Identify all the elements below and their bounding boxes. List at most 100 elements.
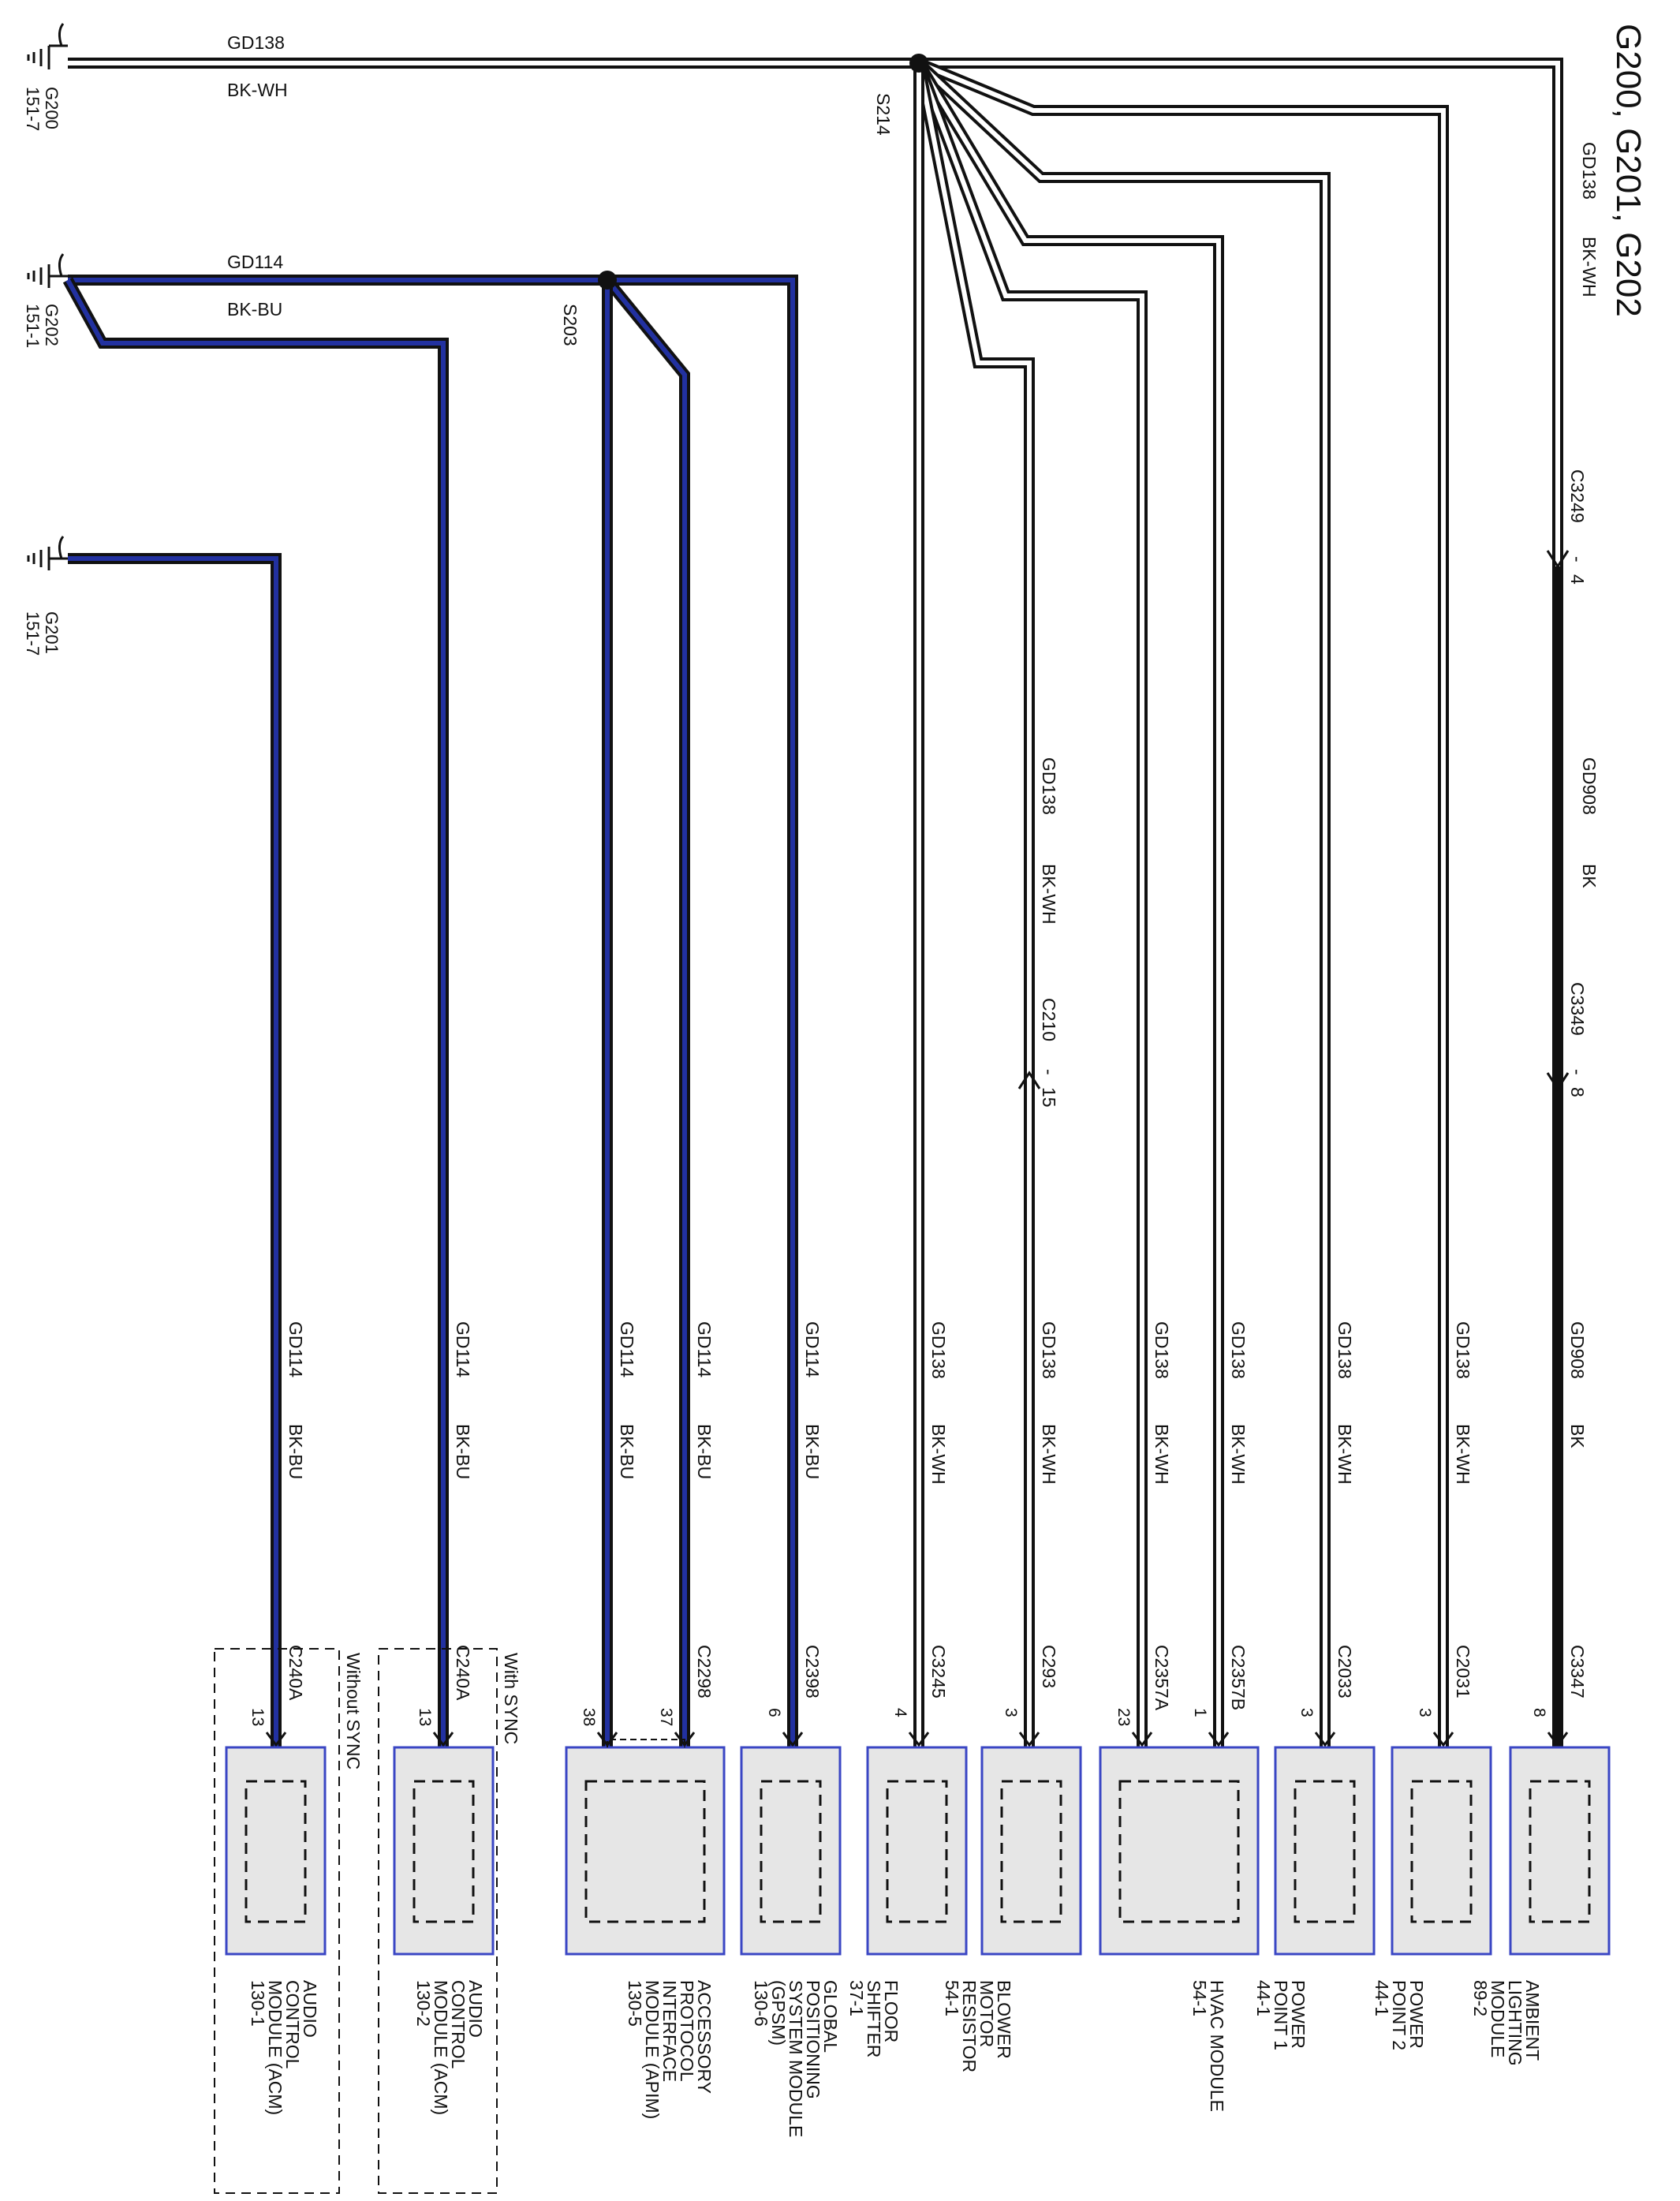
component-label-apim: INTERFACE: [659, 1980, 680, 2082]
connector-name: C3249: [1567, 469, 1588, 523]
terminal-chevron-icon: [1314, 1732, 1336, 1747]
component-label-acm-sync: 130-2: [413, 1980, 434, 2027]
branch-connector-label: C3245: [928, 1645, 949, 1698]
connector-sep: -: [1567, 1069, 1588, 1075]
branch-color-label: BK-BU: [286, 1424, 306, 1479]
wire-color-label: BK-WH: [227, 80, 288, 100]
branch-pin-label: 38: [580, 1708, 598, 1726]
wire-blower-core: [917, 62, 1032, 1747]
branch-circuit-label: GD138: [1039, 1321, 1059, 1379]
component-label-shifter: SHIFTER: [864, 1980, 884, 2057]
wire-circuit-label: GD114: [227, 252, 283, 272]
connector-name: C210: [1039, 998, 1059, 1041]
component-label-ambient: 89-2: [1470, 1980, 1491, 2016]
wire-acm-nosync: [68, 553, 282, 1747]
wire-power1-core: [917, 61, 1327, 1747]
branch-circuit-label: GD138: [928, 1321, 949, 1379]
component-label-gpsm: 130-6: [751, 1980, 771, 2027]
component-label-acm-sync: AUDIO: [465, 1980, 486, 2038]
terminal-chevron-icon: [432, 1732, 454, 1747]
wire-circuit-label: GD908: [1579, 757, 1600, 815]
apim-connector-bracket: [607, 1739, 685, 1747]
wire-gpsm-core: [607, 278, 795, 1747]
branch-circuit-label: GD138: [1453, 1321, 1473, 1379]
branch-color-label: BK-WH: [928, 1424, 949, 1485]
inline-connector-c3349: C3349 - 8: [1546, 982, 1588, 1097]
component-label-apim: MODULE (APIM): [642, 1980, 663, 2119]
branch-pin-label: 4: [891, 1708, 909, 1717]
wire-acm-sync-core: [65, 278, 446, 1747]
component-label-power1: 44-1: [1253, 1980, 1274, 2016]
component-label-acm-sync: CONTROL: [448, 1980, 469, 2069]
ground-g202: G202 151-1: [23, 253, 68, 348]
ground-name: G201: [42, 611, 62, 654]
module-acm-nosync: [225, 1746, 327, 1956]
module-apim: [565, 1746, 726, 1956]
wire-circuit-label: GD138: [1039, 757, 1059, 815]
wire-circuit-label: GD138: [1579, 142, 1600, 200]
splice-s214: [909, 54, 928, 73]
ground-g200: G200 151-7: [23, 23, 68, 131]
branch-pin-label: 37: [657, 1708, 675, 1726]
component-label-power2: 44-1: [1372, 1980, 1392, 2016]
branch-connector-label: C240A: [453, 1645, 473, 1701]
diagram-title: G200, G201, G202: [1609, 24, 1648, 317]
wire-acm-sync: [62, 277, 449, 1747]
connector-name: C3349: [1567, 982, 1588, 1036]
wire-power1: [915, 58, 1331, 1747]
branch-pin-label: 23: [1114, 1708, 1133, 1726]
with-sync-label: With SYNC: [501, 1653, 521, 1744]
module-acm-sync: [393, 1746, 495, 1956]
terminal-chevron-icon: [1018, 1732, 1040, 1747]
branch-color-label: BK-WH: [1039, 1424, 1059, 1485]
wire-circuit-label: GD138: [227, 32, 285, 53]
branch-circuit-label: GD114: [617, 1321, 637, 1377]
component-label-ambient: MODULE: [1488, 1980, 1508, 2057]
branch-color-label: BK-BU: [802, 1424, 823, 1479]
module-shifter: [866, 1746, 968, 1956]
component-label-power2: POINT 2: [1389, 1980, 1409, 2050]
branch-circuit-label: GD114: [453, 1321, 473, 1377]
branch-color-label: BK-WH: [1453, 1424, 1473, 1485]
branch-color-label: BK-WH: [1152, 1424, 1172, 1485]
wire-color-label: BK: [1579, 864, 1600, 888]
branch-connector-label: C2031: [1453, 1645, 1473, 1698]
wire-layer: [62, 58, 1563, 1747]
wire-blower: [913, 62, 1035, 1747]
component-label-blower: RESISTOR: [959, 1980, 980, 2072]
branch-circuit-label: GD138: [1335, 1321, 1355, 1379]
ground-icon: [27, 536, 68, 570]
wire-hvac-b-core: [917, 62, 1221, 1747]
wire-apim-37-core: [605, 278, 687, 1747]
terminal-chevron-icon: [1547, 1732, 1569, 1747]
branch-circuit-label: GD138: [1152, 1321, 1172, 1379]
module-power1: [1274, 1746, 1376, 1956]
branch-pin-label: 3: [1297, 1708, 1316, 1717]
connector-chevron-icon: [1546, 550, 1570, 569]
wire-acm-nosync-core: [68, 556, 278, 1747]
splice-label: S203: [560, 304, 581, 346]
wire-color-label: BK-WH: [1579, 237, 1600, 297]
component-label-acm-nosync: CONTROL: [282, 1980, 303, 2069]
component-label-power2: POWER: [1406, 1980, 1427, 2049]
component-label-blower: BLOWER: [994, 1980, 1014, 2059]
wire-ambient-upper: [919, 58, 1563, 566]
splice-s203: [598, 271, 617, 290]
branch-circuit-label: GD908: [1567, 1321, 1588, 1379]
branch-layer: GD908BKC33478GD138BK-WHC20313GD138BK-WHC…: [248, 1321, 1588, 1747]
component-label-shifter: FLOOR: [881, 1980, 902, 2042]
branch-connector-label: C2357A: [1152, 1645, 1172, 1711]
wire-ambient-upper-core: [919, 61, 1560, 566]
branch-pin-label: 13: [248, 1708, 267, 1726]
component-label-acm-sync: MODULE (ACM): [431, 1980, 451, 2115]
